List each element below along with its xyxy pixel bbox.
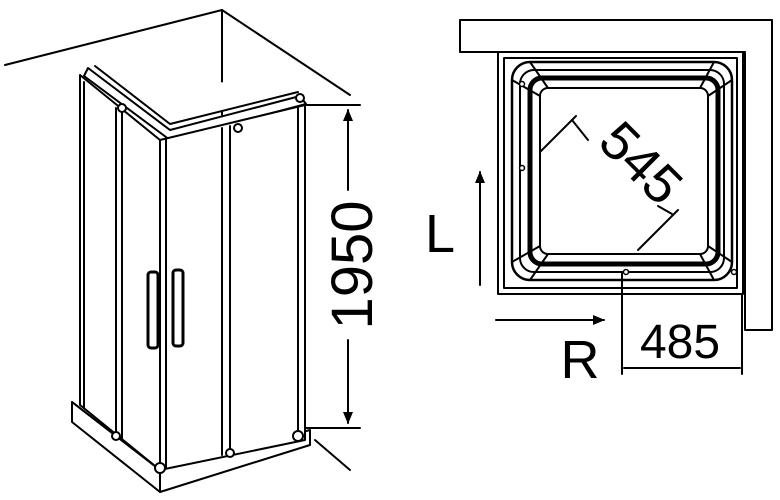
diagonal-dimension xyxy=(539,115,679,251)
width-dimension xyxy=(621,271,743,375)
door-handle xyxy=(146,268,185,350)
plan-tray-inner xyxy=(539,87,709,255)
width-dimension-label: 485 xyxy=(640,316,720,369)
left-glass-panel xyxy=(79,74,161,471)
front-glass-panels xyxy=(159,104,306,471)
height-dimension-label: 1950 xyxy=(320,200,385,329)
right-direction-label: R xyxy=(561,330,600,390)
plan-fittings xyxy=(518,80,738,276)
roller-fittings xyxy=(111,93,305,474)
height-dimension xyxy=(304,104,361,429)
plan-view xyxy=(459,19,773,375)
plan-corner-bevels xyxy=(511,61,733,281)
perspective-view xyxy=(4,9,361,493)
left-direction-label: L xyxy=(425,204,455,264)
